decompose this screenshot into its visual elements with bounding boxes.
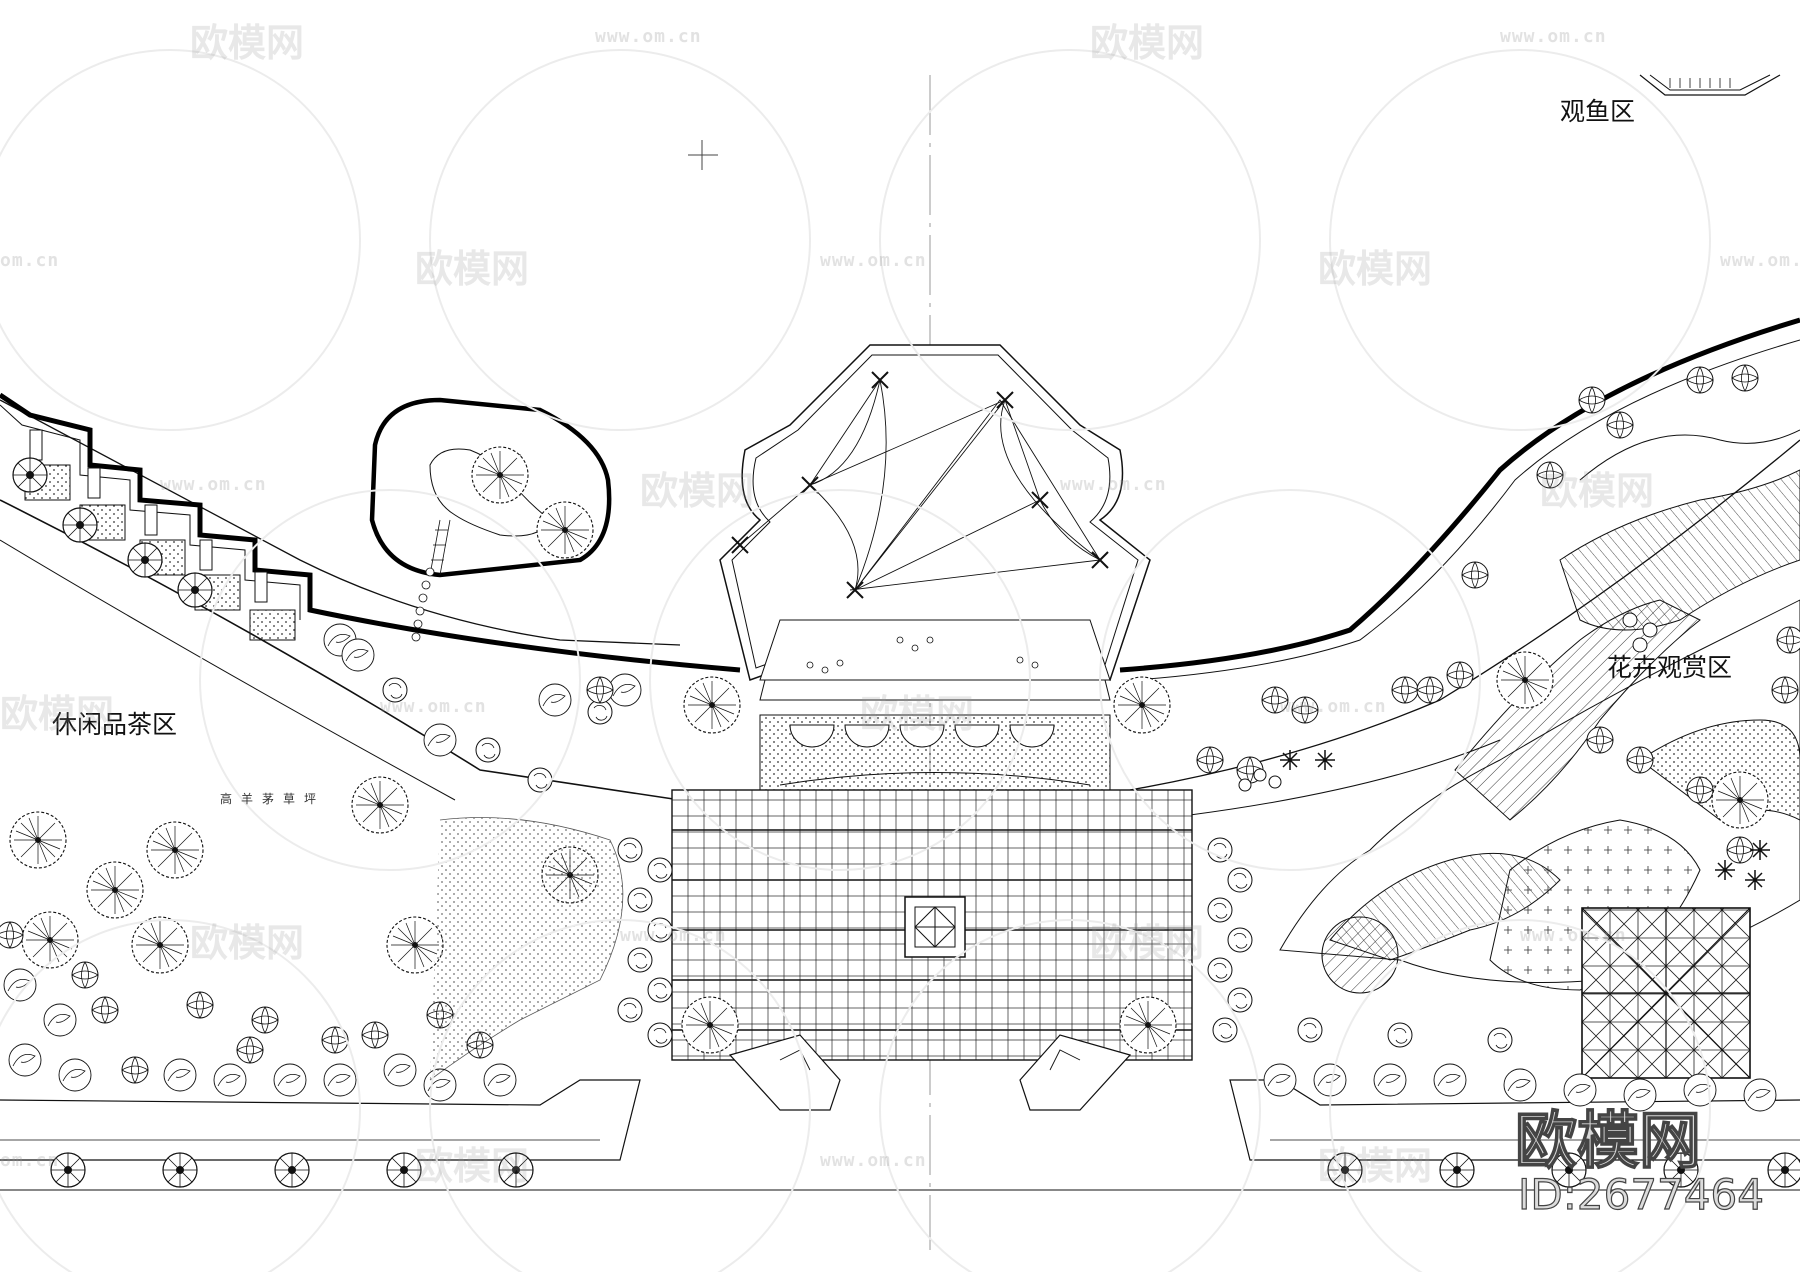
watermark-url: www.om.cn [1280, 696, 1387, 717]
watermark-url: www.om.cn [380, 696, 487, 717]
watermark-url: www.om.cn [595, 26, 702, 47]
watermark-logo: 欧模网 [415, 1144, 530, 1188]
watermark-logo: 欧模网 [640, 469, 755, 513]
watermark-logo: 欧模网 [1090, 21, 1205, 65]
watermark-url: www.om.cn [620, 925, 727, 946]
watermark-url: om.cn [0, 1150, 60, 1171]
watermark-logo: 欧模网 [415, 247, 530, 291]
id-watermark: ID:2677464 [1517, 1169, 1764, 1219]
watermark-url: www.om.cn [1520, 925, 1627, 946]
boundary-wall-left [0, 392, 741, 673]
watermark-url: www.om.cn [1500, 26, 1607, 47]
watermark-url: www.om.cn [820, 250, 927, 271]
watermark-logo: 欧模网 [1318, 1144, 1433, 1188]
watermark-logo: 欧模网 [860, 692, 975, 736]
watermark-logo: 欧模网 [1090, 921, 1205, 965]
watermark-logo: 欧模网 [1540, 469, 1655, 513]
flower-viewing-zone-label: 花卉观赏区 [1607, 653, 1733, 682]
watermark-url: www.om.cn [1060, 474, 1167, 495]
watermark-url: www.om.cn [820, 1150, 927, 1171]
watermark-url: www.om.cn [1720, 250, 1800, 271]
brand-watermark: 欧模网 [1514, 1103, 1702, 1178]
watermark-logo: 欧模网 [1318, 247, 1433, 291]
boundary-wall-right [1119, 317, 1800, 673]
fish-viewing-zone-label: 观鱼区 [1560, 97, 1636, 126]
watermark-logo: 欧模网 [190, 921, 305, 965]
watermark-logo: 欧模网 [190, 21, 305, 65]
watermark-url: om.cn [0, 250, 60, 271]
lawn-label: 高羊茅草坪 [220, 792, 326, 806]
watermark-logo: 欧模网 [0, 692, 115, 736]
watermark-url: www.om.cn [160, 474, 267, 495]
tea-leisure-zone-label: 休闲品茶区 [52, 710, 178, 739]
